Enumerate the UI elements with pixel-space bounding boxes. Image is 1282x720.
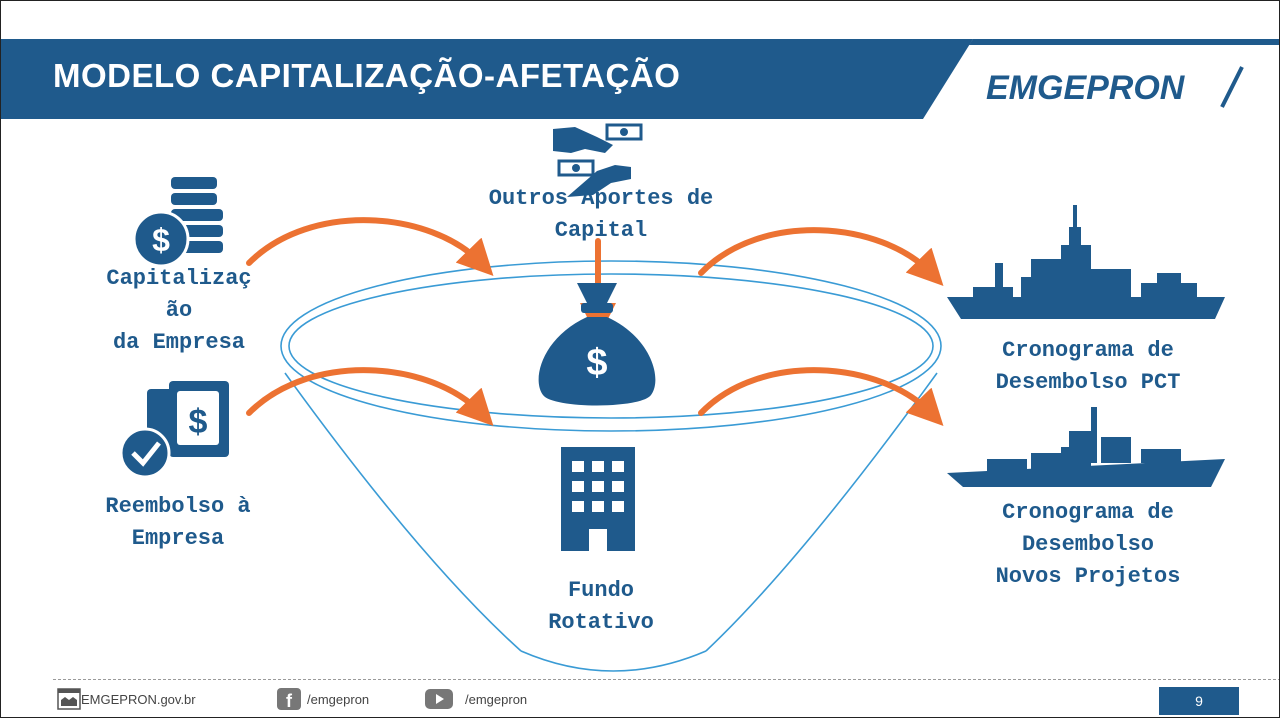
arrow-capitalizacao-to-fund [246,217,494,276]
footer-facebook[interactable]: /emgepron [307,692,370,707]
label-fundo-rotativo: Fundo Rotativo [548,578,654,635]
warship-icon [947,205,1225,319]
svg-text:$: $ [586,342,607,384]
label-capitalizacao: Capitalizaç ão da Empresa [106,266,252,355]
arrow-reembolso-to-fund [246,367,494,426]
coin-stack-icon: $ [132,177,223,268]
funnel-shape [280,260,942,672]
footer-youtube[interactable]: /emgepron [465,692,528,707]
page-number: 9 [1159,687,1239,715]
emgepron-logo: EMGEPRON [986,63,1246,111]
svg-text:f: f [286,691,293,710]
youtube-icon[interactable] [425,688,453,710]
flow-arrows [246,217,944,426]
logo-text: EMGEPRON [986,69,1186,107]
facebook-icon[interactable]: f [277,688,301,710]
svg-text:$: $ [152,222,170,258]
footer-divider [53,679,1279,680]
label-reembolso: Reembolso à Empresa [105,494,251,551]
money-bag-icon: $ [538,283,656,406]
money-hands-icon [553,123,643,197]
warship-icon [947,407,1225,487]
svg-text:$: $ [189,403,208,441]
website-icon [57,688,81,710]
arrow-fund-to-pct [698,227,944,286]
refund-document-icon: $ [119,381,229,479]
label-outros-aportes: Outros Aportes de Capital [488,186,714,243]
building-icon [561,447,635,551]
footer-website[interactable]: EMGEPRON.gov.br [81,692,196,707]
arrow-fund-to-novos [698,367,944,426]
title-banner [1,39,1279,119]
page-title: MODELO CAPITALIZAÇÃO-AFETAÇÃO [53,57,681,94]
label-cronograma-novos: Cronograma de Desembolso Novos Projetos [995,500,1181,589]
label-cronograma-pct: Cronograma de Desembolso PCT [995,338,1181,395]
